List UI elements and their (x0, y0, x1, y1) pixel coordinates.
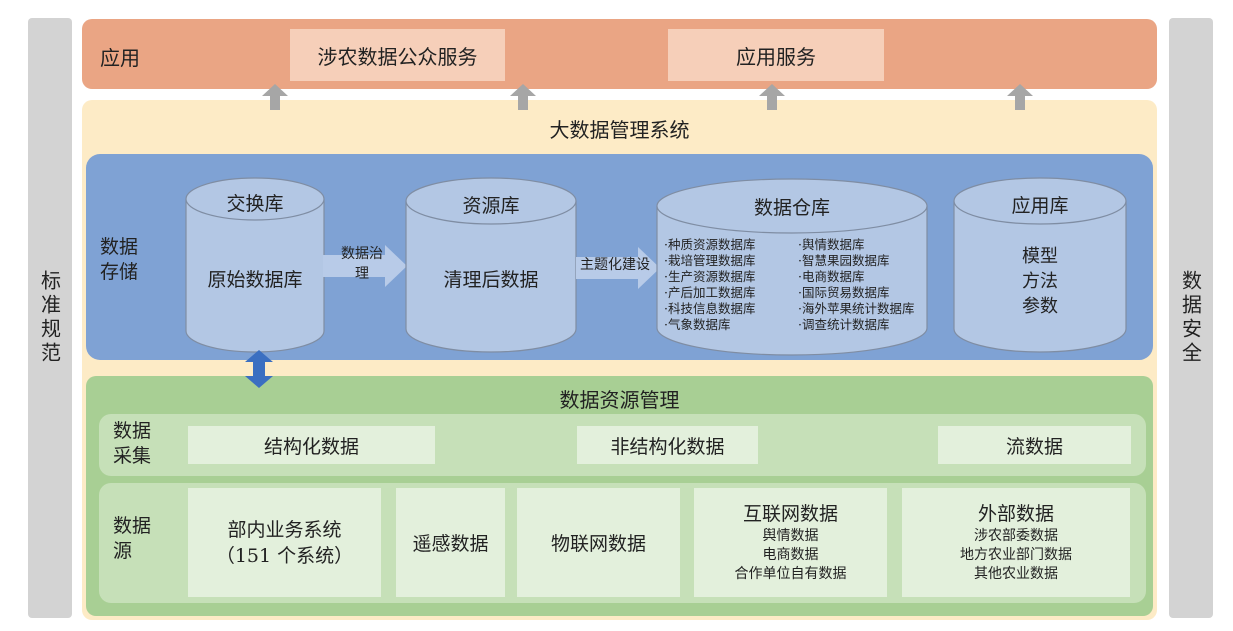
internal-systems-count: （151 个系统） (215, 544, 354, 567)
app-service-box: 应用服务 (668, 29, 884, 81)
app-db-content: 模型 方法 参数 (953, 244, 1127, 319)
up-arrow-icon (1007, 84, 1033, 110)
internet-data-title: 互联网数据 (742, 503, 838, 525)
source-label: 数据源 (113, 515, 152, 562)
exchange-db-content: 原始数据库 (207, 268, 303, 291)
list-item: ·调查统计数据库 (798, 317, 890, 332)
list-item: ·栽培管理数据库 (664, 253, 756, 268)
security-label: 数据安全 (1178, 270, 1203, 366)
external-data-line: 其他农业数据 (974, 566, 1058, 582)
data-warehouse-title: 数据仓库 (753, 196, 830, 219)
external-data-title: 外部数据 (977, 503, 1054, 525)
list-item: ·种质资源数据库 (664, 237, 756, 252)
list-item: ·舆情数据库 (798, 237, 865, 252)
resource-db-content: 清理后数据 (443, 268, 539, 291)
stream-data-box: 流数据 (938, 426, 1131, 464)
theme-build-arrow (576, 247, 660, 289)
list-item: ·生产资源数据库 (664, 269, 756, 284)
resource-db-cylinder (405, 177, 577, 353)
theme-build-arrow-label: 主题化建设 (580, 257, 650, 273)
internal-systems-title: 部内业务系统 (227, 518, 342, 541)
list-item: ·智慧果园数据库 (798, 253, 890, 268)
internet-data-line: 电商数据 (762, 547, 819, 563)
list-item: ·国际贸易数据库 (798, 285, 890, 300)
internet-data-line: 合作单位自有数据 (734, 566, 847, 582)
remote-sensing-box: 遥感数据 (396, 488, 505, 597)
exchange-db-cylinder (185, 177, 325, 353)
app-db-line: 模型 (1022, 246, 1058, 267)
app-db-cylinder (953, 177, 1127, 353)
public-service-box: 涉农数据公众服务 (290, 29, 505, 81)
list-item: ·电商数据库 (798, 269, 865, 284)
warehouse-list-right: ·舆情数据库 ·智慧果园数据库 ·电商数据库 ·国际贸易数据库 ·海外苹果统计数… (798, 237, 928, 333)
list-item: ·科技信息数据库 (664, 301, 756, 316)
app-db-line: 方法 (1022, 271, 1058, 292)
resource-db-title: 资源库 (462, 194, 520, 217)
application-label: 应用 (100, 46, 140, 70)
external-data-line: 涉农部委数据 (974, 528, 1058, 544)
list-item: ·产后加工数据库 (664, 285, 756, 300)
standards-label: 标准规范 (37, 270, 62, 366)
app-db-title: 应用库 (1011, 194, 1069, 217)
double-arrow-icon (245, 350, 273, 388)
internal-systems-box: 部内业务系统 （151 个系统） (188, 488, 381, 597)
data-warehouse-cylinder (656, 178, 928, 356)
unstructured-data-box: 非结构化数据 (577, 426, 758, 464)
storage-label: 数据存储 (100, 236, 139, 283)
list-item: ·海外苹果统计数据库 (798, 301, 915, 316)
security-sidebar: 数据安全 (1169, 18, 1213, 618)
iot-data-box: 物联网数据 (517, 488, 680, 597)
external-data-box: 外部数据 涉农部委数据 地方农业部门数据 其他农业数据 (902, 488, 1130, 597)
external-data-line: 地方农业部门数据 (960, 547, 1072, 563)
internet-data-line: 舆情数据 (762, 528, 819, 544)
app-db-line: 参数 (1022, 296, 1058, 317)
up-arrow-icon (262, 84, 288, 110)
warehouse-list-left: ·种质资源数据库 ·栽培管理数据库 ·生产资源数据库 ·产后加工数据库 ·科技信… (664, 237, 804, 333)
standards-sidebar: 标准规范 (28, 18, 72, 618)
resource-mgmt-title: 数据资源管理 (559, 387, 680, 412)
governance-arrow-label: 数据治理 (341, 246, 383, 282)
up-arrow-icon (759, 84, 785, 110)
internet-data-box: 互联网数据 舆情数据 电商数据 合作单位自有数据 (694, 488, 887, 597)
application-layer (82, 19, 1157, 89)
up-arrow-icon (510, 84, 536, 110)
bigdata-title: 大数据管理系统 (549, 117, 690, 142)
governance-arrow (323, 245, 407, 287)
structured-data-box: 结构化数据 (188, 426, 435, 464)
exchange-db-title: 交换库 (226, 192, 284, 215)
collection-label: 数据采集 (113, 420, 152, 467)
list-item: ·气象数据库 (664, 317, 731, 332)
